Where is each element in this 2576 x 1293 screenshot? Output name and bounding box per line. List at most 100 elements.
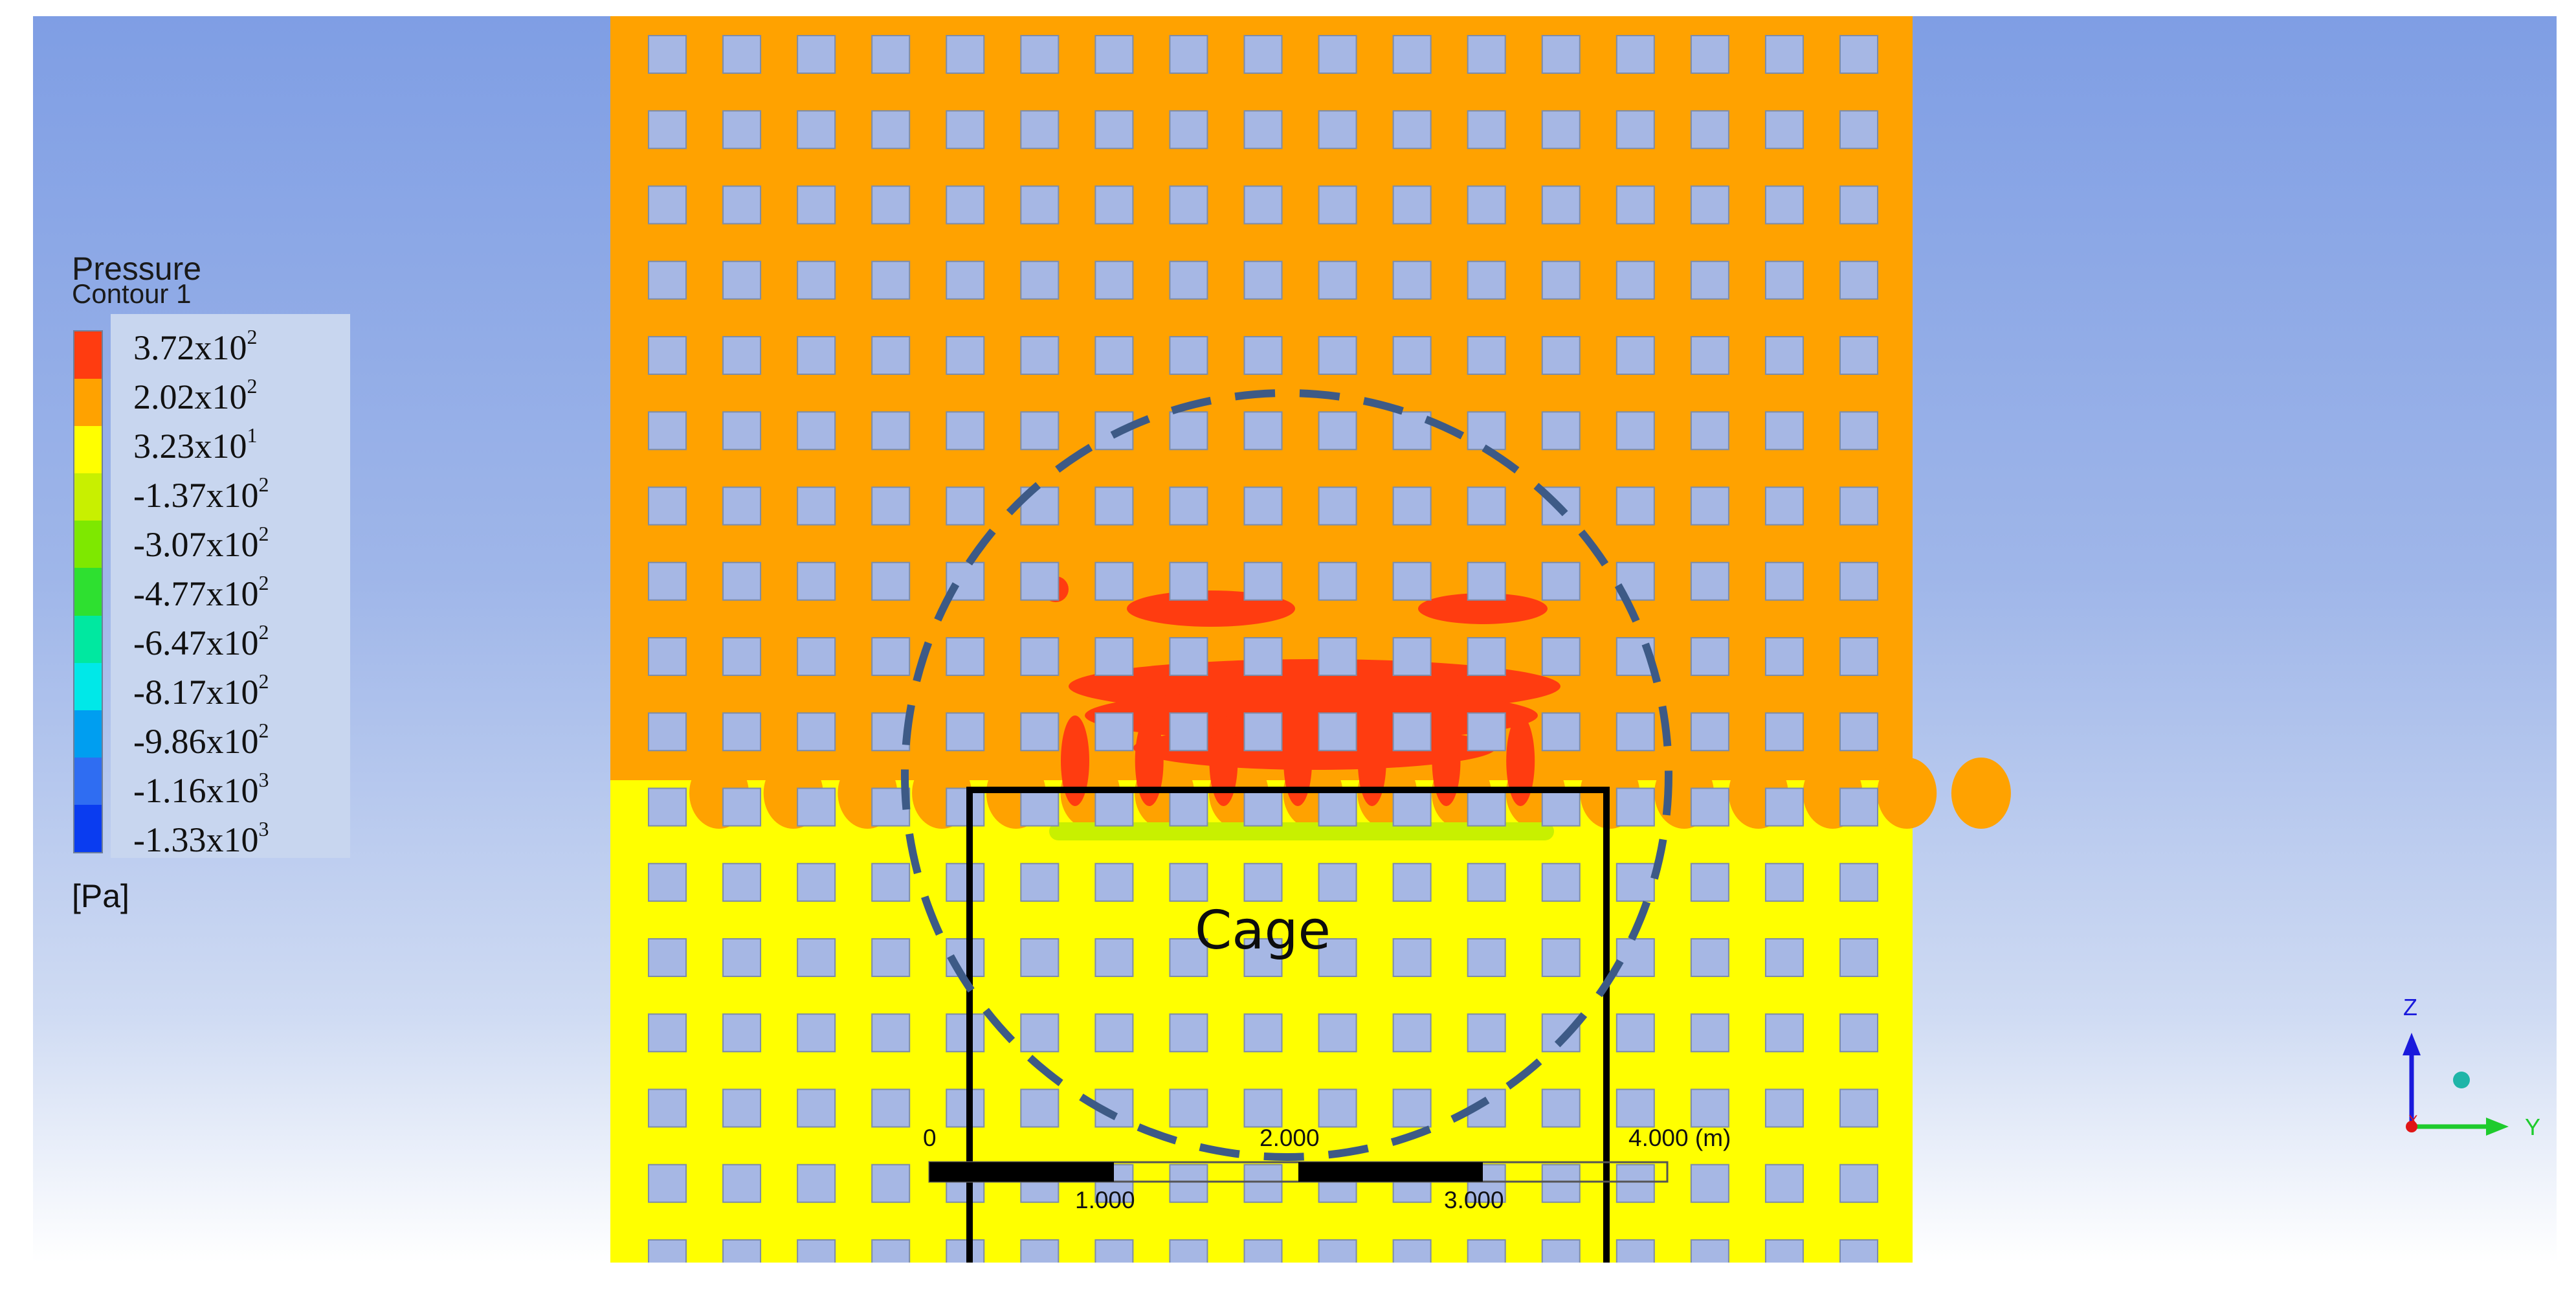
- panel-opening: [1839, 336, 1878, 375]
- panel-opening: [1318, 1013, 1357, 1053]
- panel-opening: [797, 862, 836, 902]
- panel-opening: [1839, 561, 1878, 601]
- axis-label-z: Z: [2403, 994, 2417, 1020]
- y-axis-arrowhead: [2486, 1118, 2509, 1136]
- max-pressure-spot: [1135, 715, 1164, 806]
- cage-outline: [966, 787, 1610, 1263]
- panel-opening: [1094, 110, 1134, 150]
- panel-opening: [1318, 938, 1357, 977]
- panel-opening: [1094, 862, 1134, 902]
- panel-opening: [1243, 411, 1283, 451]
- panel-opening: [1616, 1013, 1655, 1053]
- panel-opening: [722, 938, 762, 977]
- panel-opening: [797, 1088, 836, 1128]
- panel-opening: [648, 1088, 687, 1128]
- panel-opening: [1839, 712, 1878, 752]
- panel-opening: [1020, 1013, 1060, 1053]
- panel-opening: [722, 411, 762, 451]
- panel-opening: [1392, 712, 1432, 752]
- panel-opening: [1020, 561, 1060, 601]
- panel-opening: [871, 862, 911, 902]
- panel-opening: [946, 486, 985, 526]
- panel-opening: [1243, 787, 1283, 827]
- panel-opening: [1467, 938, 1506, 977]
- panel-opening: [1020, 637, 1060, 676]
- panel-opening: [797, 787, 836, 827]
- panel-opening: [1764, 185, 1804, 225]
- panel-opening: [1243, 712, 1283, 752]
- panel-opening: [797, 1164, 836, 1203]
- panel-opening: [722, 561, 762, 601]
- panel-opening: [1169, 561, 1208, 601]
- panel-opening: [797, 712, 836, 752]
- panel-opening: [1764, 336, 1804, 375]
- panel-opening: [946, 260, 985, 300]
- panel-opening: [1318, 35, 1357, 74]
- panel-opening: [1690, 1013, 1729, 1053]
- scale-label: 0: [923, 1125, 937, 1151]
- legend-level-label: 3.72x102: [133, 325, 258, 367]
- panel-opening: [1616, 260, 1655, 300]
- panel-opening: [1690, 862, 1729, 902]
- panel-opening: [1318, 260, 1357, 300]
- panel-opening: [1243, 35, 1283, 74]
- panel-opening: [1616, 787, 1655, 827]
- panel-opening: [1020, 712, 1060, 752]
- panel-opening: [1467, 336, 1506, 375]
- panel-opening: [722, 1088, 762, 1128]
- panel-opening: [1094, 938, 1134, 977]
- panel-opening: [1690, 110, 1729, 150]
- panel-opening: [871, 1088, 911, 1128]
- panel-opening: [946, 336, 985, 375]
- panel-opening: [722, 336, 762, 375]
- panel-opening: [1020, 787, 1060, 827]
- color-bar-band: [74, 662, 102, 711]
- panel-opening: [1839, 862, 1878, 902]
- panel-opening: [1392, 862, 1432, 902]
- panel-opening: [1690, 787, 1729, 827]
- legend-level-label: -9.86x102: [133, 719, 269, 761]
- panel-opening: [722, 787, 762, 827]
- panel-opening: [1616, 938, 1655, 977]
- dashed-region-circle: [901, 389, 1672, 1161]
- panel-opening: [1169, 486, 1208, 526]
- panel-opening: [648, 486, 687, 526]
- panel-opening: [1318, 336, 1357, 375]
- panel-opening: [1020, 938, 1060, 977]
- panel-opening: [1318, 787, 1357, 827]
- panel-opening: [946, 787, 985, 827]
- panel-opening: [797, 336, 836, 375]
- panel-opening: [722, 1013, 762, 1053]
- panel-opening: [797, 637, 836, 676]
- panel-opening: [1541, 1164, 1581, 1203]
- panel-opening: [1318, 411, 1357, 451]
- legend-level-label: -8.17x102: [133, 669, 269, 712]
- panel-opening: [1243, 336, 1283, 375]
- panel-opening: [722, 1239, 762, 1263]
- panel-opening: [1839, 938, 1878, 977]
- panel-opening: [1541, 561, 1581, 601]
- panel-opening: [1541, 712, 1581, 752]
- panel-opening: [1467, 1164, 1506, 1203]
- panel-opening: [1690, 35, 1729, 74]
- panel-opening: [1541, 787, 1581, 827]
- panel-opening: [946, 1013, 985, 1053]
- panel-opening: [1392, 336, 1432, 375]
- panel-opening: [1467, 486, 1506, 526]
- panel-opening: [1094, 336, 1134, 375]
- panel-opening: [1764, 712, 1804, 752]
- panel-opening: [946, 35, 985, 74]
- panel-opening: [1690, 712, 1729, 752]
- panel-opening: [722, 862, 762, 902]
- panel-opening: [1541, 336, 1581, 375]
- max-pressure-spot: [1209, 715, 1238, 806]
- panel-opening: [871, 260, 911, 300]
- panel-opening: [1839, 110, 1878, 150]
- color-bar-band: [74, 521, 102, 569]
- panel-opening: [1318, 637, 1357, 676]
- panel-opening: [648, 561, 687, 601]
- panel-opening: [1616, 712, 1655, 752]
- pressure-contour-view[interactable]: [33, 16, 2557, 1263]
- panel-opening: [1690, 637, 1729, 676]
